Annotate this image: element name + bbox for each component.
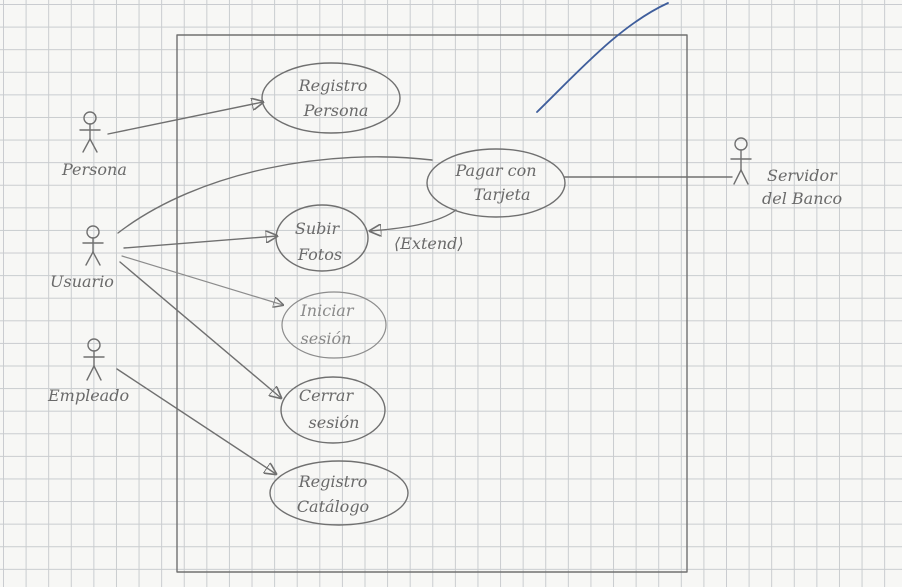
actor-usuario: [82, 225, 104, 266]
usecase-label-pagar-tarjeta-2: Tarjeta: [473, 185, 530, 204]
assoc-persona-registro: [107, 102, 263, 135]
usecase-label-subir-fotos-1: Subir: [295, 219, 341, 238]
assoc-empleado-catalogo: [116, 368, 276, 474]
usecase-label-subir-fotos-2: Fotos: [297, 245, 342, 264]
usecase-label-registro-catalogo-2: Catálogo: [297, 497, 369, 516]
usecase-registro-catalogo: [269, 460, 409, 526]
actor-label-usuario: Usuario: [50, 272, 114, 291]
actor-label-persona: Persona: [61, 160, 127, 179]
actor-label-empleado: Empleado: [47, 386, 129, 405]
usecase-label-cerrar-sesion-1: Cerrar: [299, 386, 355, 405]
usecase-label-iniciar-sesion-2: sesión: [301, 329, 352, 348]
usecase-label-cerrar-sesion-2: sesión: [309, 413, 360, 432]
assoc-usuario-subir: [123, 236, 277, 249]
usecase-label-registro-catalogo-1: Registro: [298, 472, 368, 491]
usecase-iniciar-sesion: [281, 291, 387, 359]
usecase-pagar-tarjeta: [426, 148, 566, 218]
actor-servidor: [730, 137, 752, 185]
usecase-label-iniciar-sesion-1: Iniciar: [299, 301, 354, 320]
usecase-registro-persona: [261, 62, 401, 134]
actor-label-servidor-1: Servidor: [767, 166, 838, 185]
assoc-usuario-iniciar: [121, 255, 283, 305]
extend-label: ⟨Extend⟩: [394, 234, 464, 253]
actor-persona: [79, 111, 101, 153]
extend-pagar-subir: [370, 209, 457, 231]
usecase-label-registro-persona-2: Persona: [303, 101, 369, 120]
system-boundary: [176, 34, 688, 573]
usecase-label-pagar-tarjeta-1: Pagar con: [455, 161, 537, 180]
blue-pen-stroke: [536, 2, 669, 113]
actor-empleado: [83, 338, 105, 381]
assoc-usuario-pagar: [117, 156, 433, 234]
usecase-cerrar-sesion: [280, 376, 386, 444]
usecase-label-registro-persona-1: Registro: [298, 76, 368, 95]
assoc-usuario-cerrar: [119, 261, 281, 398]
actor-label-servidor-2: del Banco: [762, 189, 842, 208]
